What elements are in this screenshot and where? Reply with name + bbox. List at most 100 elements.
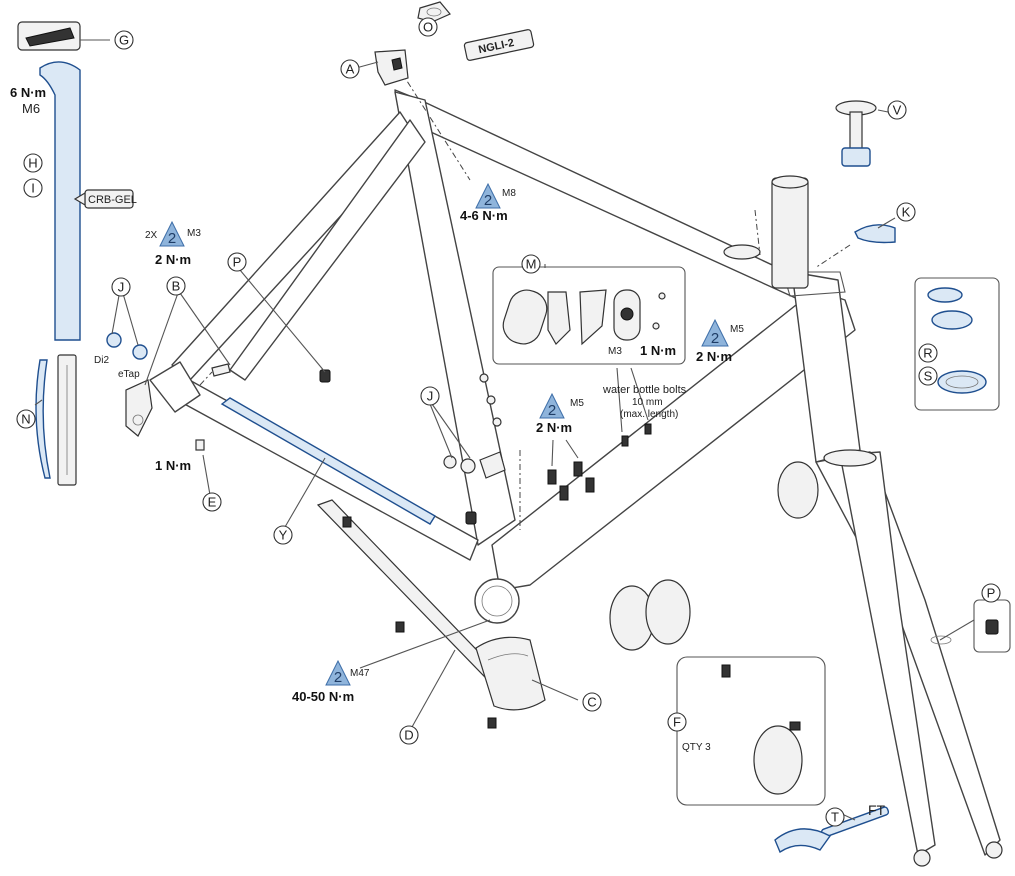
callout-p-rear: P	[227, 252, 247, 272]
svg-text:T: T	[831, 810, 839, 825]
svg-text:D: D	[404, 728, 413, 743]
svg-text:E: E	[208, 495, 217, 510]
seat-clamp-thread: M3	[187, 228, 201, 239]
svg-text:A: A	[346, 62, 355, 77]
svg-text:V: V	[893, 103, 902, 118]
tool-icon-m8: 2	[475, 182, 501, 209]
grommets-rear	[106, 332, 148, 360]
callout-o: O	[418, 17, 438, 37]
di2-label: Di2	[94, 355, 109, 366]
svg-text:2: 2	[548, 402, 556, 419]
svg-text:H: H	[28, 156, 37, 171]
top-cap-assembly	[374, 1, 535, 86]
svg-text:J: J	[427, 389, 434, 404]
top-cap-o	[417, 1, 451, 23]
top-tube-thread: M8	[502, 188, 516, 199]
seatpost-thread: M6	[22, 101, 40, 116]
seat-clamp-wedge	[374, 49, 409, 86]
callout-h: H	[23, 153, 43, 173]
svg-text:2: 2	[711, 330, 719, 347]
svg-text:M: M	[526, 257, 537, 272]
svg-text:G: G	[119, 33, 129, 48]
svg-text:2: 2	[484, 192, 492, 209]
clamp-f-box	[676, 656, 826, 806]
callout-j-front: J	[420, 386, 440, 406]
leader-lines	[34, 17, 896, 821]
callout-e: E	[202, 492, 222, 512]
bb-cover	[475, 636, 546, 711]
callout-k: K	[896, 202, 916, 222]
saddle-clamp	[25, 27, 75, 47]
callout-a: A	[340, 59, 360, 79]
seat-clamp-torque: 2 N·m	[155, 252, 191, 267]
thru-axle	[774, 806, 890, 854]
tool-icon-m5-b: 2	[539, 392, 565, 419]
headset-cover	[854, 224, 896, 244]
svg-text:P: P	[987, 586, 996, 601]
grommets-downtube	[443, 451, 506, 479]
svg-text:2: 2	[334, 669, 342, 686]
fork-label: FT	[868, 802, 886, 818]
fork	[815, 449, 1003, 867]
svg-text:C: C	[587, 695, 596, 710]
callout-j-rear: J	[111, 277, 131, 297]
water-bottle-line3: (max. length)	[620, 409, 678, 420]
carbon-gel-label: CRB-GEL	[88, 194, 137, 206]
tube-clamps	[609, 461, 819, 651]
svg-text:S: S	[924, 369, 933, 384]
water-bottle-bolts	[547, 423, 652, 501]
derailleur-hanger	[125, 363, 231, 451]
water-bottle-line1: water bottle bolts	[602, 384, 687, 396]
callout-s: S	[918, 366, 938, 386]
callout-v: V	[887, 100, 907, 120]
svg-text:P: P	[233, 255, 242, 270]
m5-a-torque: 2 N·m	[696, 349, 732, 364]
svg-text:F: F	[673, 715, 681, 730]
ngli-grease-tube	[463, 29, 535, 61]
chainstay-protector	[220, 397, 436, 525]
expander-plug	[835, 100, 877, 167]
callout-n: N	[16, 409, 36, 429]
bottom-bracket-shell	[474, 578, 520, 624]
seat-clamp-qty: 2X	[145, 230, 158, 241]
callout-t: T	[825, 807, 845, 827]
grub-screws	[319, 369, 1011, 653]
panel-torque: 1 N·m	[640, 343, 676, 358]
m5-b-torque: 2 N·m	[536, 420, 572, 435]
hanger-torque: 1 N·m	[155, 458, 191, 473]
callout-i: I	[23, 178, 43, 198]
callout-d: D	[399, 725, 419, 745]
tool-icon-m47: 2	[325, 659, 351, 686]
svg-text:K: K	[902, 205, 911, 220]
top-tube-torque: 4-6 N·m	[460, 208, 508, 223]
svg-text:O: O	[423, 20, 433, 35]
steerer-tube	[771, 177, 809, 289]
m5-a-thread: M5	[730, 324, 744, 335]
bike-frame	[149, 89, 861, 624]
callout-f: F	[667, 712, 687, 732]
svg-text:N: N	[21, 412, 30, 427]
m5-b-thread: M5	[570, 398, 584, 409]
qty3-label: QTY 3	[682, 742, 711, 753]
svg-text:2: 2	[168, 230, 176, 247]
tool-icon-m3: 2	[159, 220, 185, 247]
seatpost-shim	[35, 354, 77, 486]
bb-torque: 40-50 N·m	[292, 689, 354, 704]
etap-label: eTap	[118, 369, 140, 380]
panel-m-box	[492, 266, 686, 365]
callout-p-fork: P	[981, 583, 1001, 603]
callout-g: G	[114, 30, 134, 50]
seatpost-assembly	[17, 21, 134, 341]
panel-thread: M3	[608, 346, 622, 357]
bb-thread: M47	[350, 668, 370, 679]
callout-m: M	[521, 254, 541, 274]
water-bottle-line2: 10 mm	[632, 397, 663, 408]
seatpost-torque: 6 N·m	[10, 85, 46, 100]
callout-y: Y	[273, 525, 293, 545]
tool-icon-m5-a: 2	[701, 318, 729, 347]
callout-r: R	[918, 343, 938, 363]
svg-text:J: J	[118, 280, 125, 295]
svg-text:I: I	[31, 181, 35, 196]
